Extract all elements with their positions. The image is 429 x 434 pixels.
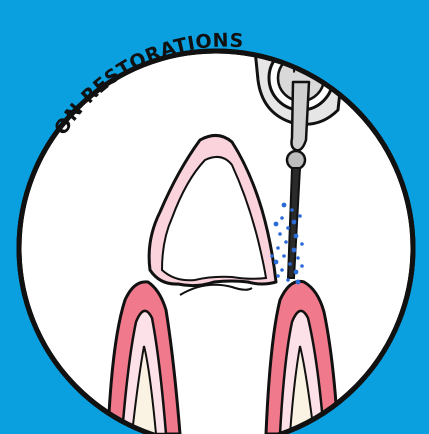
scaler-tip-icon: [292, 82, 310, 150]
spray-droplet: [284, 240, 288, 244]
spray-droplet: [280, 268, 284, 272]
spray-droplet: [288, 262, 292, 266]
spray-droplet: [294, 270, 299, 275]
spray-droplet: [300, 264, 304, 268]
spray-droplet: [270, 254, 274, 258]
spray-droplet: [298, 214, 302, 218]
spray-droplet: [276, 274, 280, 278]
spray-droplet: [282, 254, 286, 258]
spray-droplet: [294, 234, 299, 239]
spray-droplet: [282, 203, 287, 208]
spray-droplet: [286, 226, 290, 230]
spray-droplet: [280, 216, 284, 220]
spray-droplet: [278, 232, 282, 236]
spray-droplet: [290, 208, 294, 212]
spray-droplet: [296, 280, 301, 285]
spray-droplet: [292, 248, 297, 253]
spray-droplet: [276, 246, 280, 250]
handpiece-seam: [262, 30, 340, 38]
spray-droplet: [286, 278, 290, 282]
spray-droplet: [296, 256, 300, 260]
spray-droplet: [274, 222, 279, 227]
scaler-joint: [287, 151, 305, 169]
spray-droplet: [292, 220, 297, 225]
spray-droplet: [274, 260, 279, 265]
spray-droplet: [300, 242, 304, 246]
